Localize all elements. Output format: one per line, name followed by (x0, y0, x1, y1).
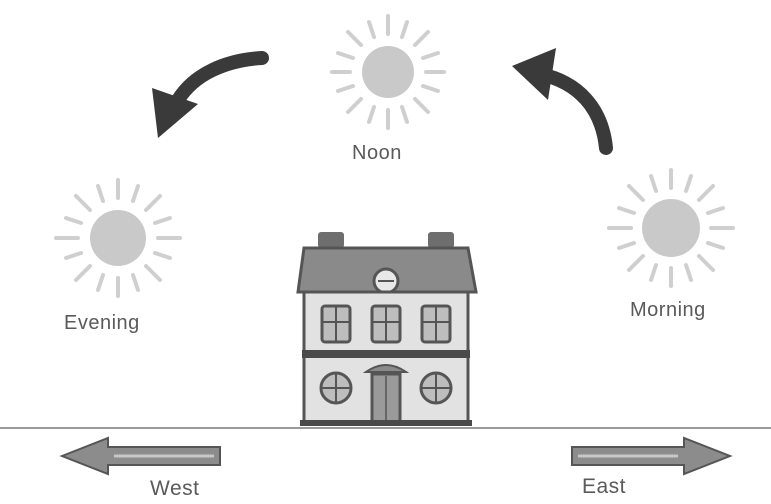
house-icon (298, 232, 476, 426)
east-label: East (582, 475, 626, 499)
noon-label: Noon (352, 142, 402, 165)
west-label: West (150, 477, 199, 501)
curved-arrow-morning-to-noon-icon (512, 48, 606, 148)
evening-label: Evening (64, 312, 140, 335)
noon-sun-icon (332, 16, 444, 128)
evening-sun-icon (56, 180, 180, 296)
morning-label: Morning (630, 299, 706, 322)
morning-sun-icon (609, 170, 733, 286)
west-arrow-icon (62, 438, 220, 474)
curved-arrow-noon-to-evening-icon (152, 58, 262, 138)
east-arrow-icon (572, 438, 730, 474)
